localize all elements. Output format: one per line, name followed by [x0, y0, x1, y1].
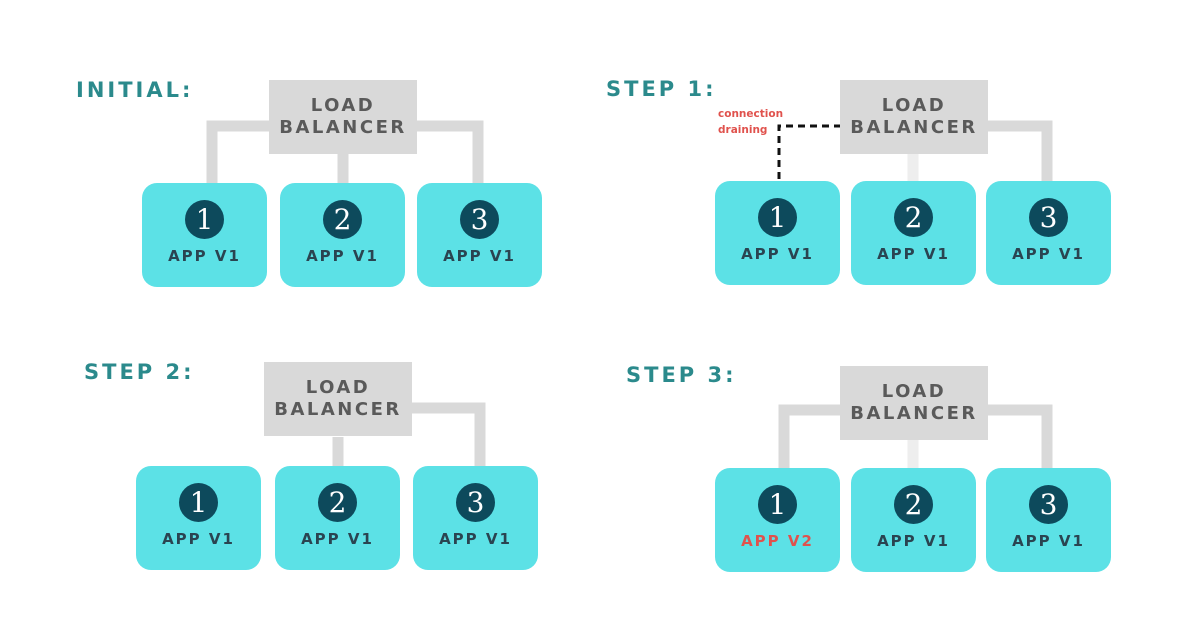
connection-draining-note: connection draining: [718, 106, 783, 138]
app-version-label: APP V1: [1012, 245, 1085, 263]
note-line1: connection: [718, 108, 784, 120]
number-1-icon: 1: [185, 200, 224, 239]
load-balancer-text-line1: LOAD: [881, 95, 947, 116]
step3-line-app3: [986, 404, 1053, 468]
initial-app-1: 1 APP V1: [142, 183, 267, 287]
step3-label: STEP 3:: [626, 363, 737, 387]
app-version-label: APP V1: [162, 530, 235, 548]
number-1-icon: 1: [758, 485, 797, 524]
load-balancer-text-line1: LOAD: [881, 381, 947, 402]
step2-app-3: 3 APP V1: [413, 466, 538, 570]
step2-load-balancer: LOAD BALANCER: [264, 362, 412, 436]
step1-app-1: 1 APP V1: [715, 181, 840, 285]
app-version-label: APP V1: [443, 247, 516, 265]
step3-app-3: 3 APP V1: [986, 468, 1111, 572]
step3-app-1: 1 APP V2: [715, 468, 840, 572]
initial-label: INITIAL:: [76, 78, 194, 102]
app-version-label: APP V1: [168, 247, 241, 265]
step1-app-3: 3 APP V1: [986, 181, 1111, 285]
step2-app-1: 1 APP V1: [136, 466, 261, 570]
app-version-label: APP V2: [741, 532, 814, 550]
app-version-label: APP V1: [1012, 532, 1085, 550]
step1-label: STEP 1:: [606, 77, 717, 101]
load-balancer-text-line2: BALANCER: [850, 117, 978, 138]
number-1-icon: 1: [758, 198, 797, 237]
step1-connections: [907, 120, 1053, 183]
app-version-label: APP V1: [877, 245, 950, 263]
step2-app-2: 2 APP V1: [275, 466, 400, 570]
number-3-icon: 3: [460, 200, 499, 239]
number-3-icon: 3: [1029, 198, 1068, 237]
app-version-label: APP V1: [301, 530, 374, 548]
step1-load-balancer: LOAD BALANCER: [840, 80, 988, 154]
initial-line-app3: [417, 120, 484, 184]
load-balancer-text-line1: LOAD: [310, 95, 376, 116]
step3-app-2: 2 APP V1: [851, 468, 976, 572]
load-balancer-text-line2: BALANCER: [279, 117, 407, 138]
initial-line-app1: [206, 120, 270, 184]
load-balancer-text-line2: BALANCER: [850, 403, 978, 424]
initial-app-3: 3 APP V1: [417, 183, 542, 287]
load-balancer-text-line2: BALANCER: [274, 399, 402, 420]
initial-connections: [206, 120, 484, 184]
number-2-icon: 2: [894, 485, 933, 524]
number-3-icon: 3: [456, 483, 495, 522]
number-1-icon: 1: [179, 483, 218, 522]
step1-line-app3: [986, 120, 1053, 183]
step2-connections: [332, 402, 486, 467]
step2-line-app3: [412, 402, 486, 467]
step3-line-app1: [778, 404, 841, 468]
app-version-label: APP V1: [741, 245, 814, 263]
note-line2: draining: [718, 124, 768, 136]
connection-draining-line: [777, 124, 841, 181]
app-version-label: APP V1: [306, 247, 379, 265]
initial-app-2: 2 APP V1: [280, 183, 405, 287]
app-version-label: APP V1: [877, 532, 950, 550]
load-balancer-text-line1: LOAD: [305, 377, 371, 398]
initial-load-balancer: LOAD BALANCER: [269, 80, 417, 154]
number-2-icon: 2: [323, 200, 362, 239]
app-version-label: APP V1: [439, 530, 512, 548]
step2-label: STEP 2:: [84, 360, 195, 384]
number-3-icon: 3: [1029, 485, 1068, 524]
number-2-icon: 2: [318, 483, 357, 522]
number-2-icon: 2: [894, 198, 933, 237]
step3-load-balancer: LOAD BALANCER: [840, 366, 988, 440]
step1-app-2: 2 APP V1: [851, 181, 976, 285]
step3-connections: [778, 404, 1053, 468]
